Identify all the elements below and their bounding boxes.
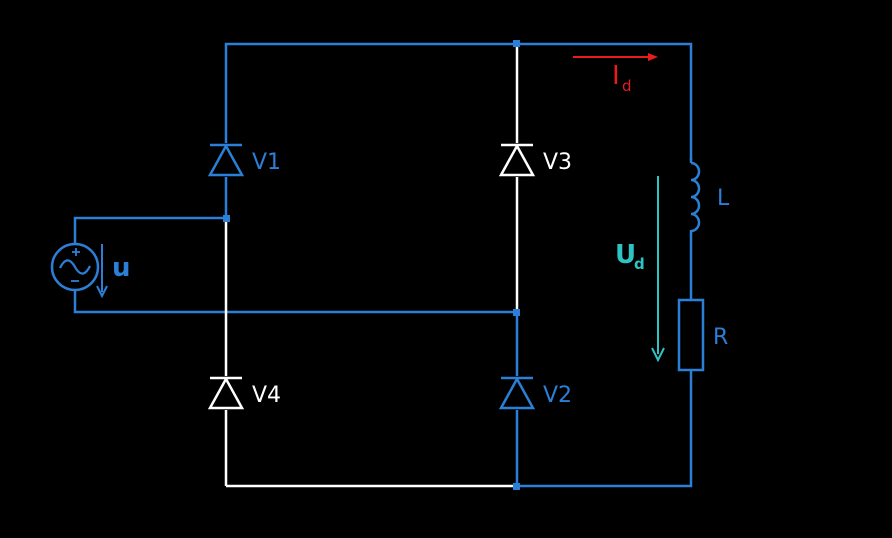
current-arrow [573, 53, 658, 61]
voltage-label: Ud [615, 240, 645, 273]
junction-bottom [513, 483, 520, 490]
junction-middle [513, 309, 520, 316]
voltage-arrow [651, 176, 665, 363]
resistor [677, 298, 705, 372]
diode-v3 [498, 143, 536, 177]
diode-v2 [498, 376, 536, 410]
diode-v2-label: V2 [543, 383, 572, 408]
inductor-label: L [717, 186, 730, 211]
top-rail-wire [224, 42, 693, 218]
diode-v1-label: V1 [252, 150, 281, 175]
white-wires [224, 44, 519, 488]
diode-v4-label: V4 [252, 383, 281, 408]
source-bottom-wire [73, 290, 517, 314]
junctions [223, 40, 520, 490]
diode-v1 [207, 143, 245, 177]
ac-source [50, 242, 100, 292]
bottom-right-wire [517, 370, 693, 488]
diode-v3-label: V3 [543, 150, 572, 175]
junction-top [513, 40, 520, 47]
junction-left [223, 215, 230, 222]
resistor-label: R [713, 325, 728, 350]
source-voltage-arrow [96, 244, 108, 299]
source-top-wire [73, 216, 226, 244]
inductor [689, 158, 701, 233]
blue-wires [73, 42, 693, 488]
source-voltage-label: u [112, 253, 131, 283]
diode-v4 [207, 376, 245, 410]
